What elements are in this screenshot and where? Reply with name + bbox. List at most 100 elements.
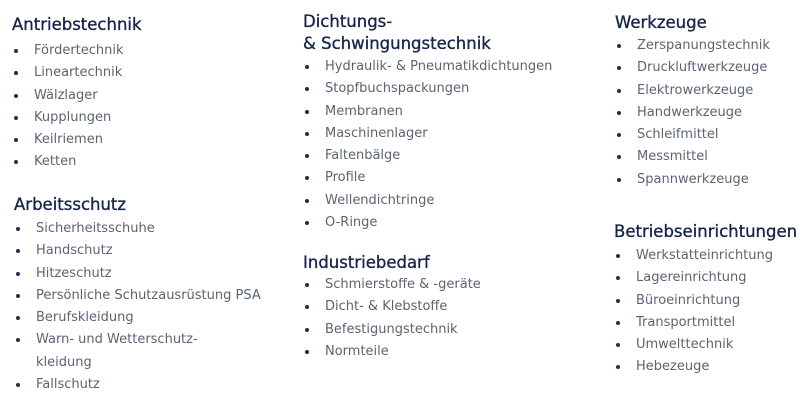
list-item-label: Profile	[325, 170, 366, 186]
list-item[interactable]: Dicht- & Klebstoffe	[303, 296, 481, 318]
heading-line: & Schwingungstechnik	[303, 34, 491, 53]
list-item[interactable]: Faltenbälge	[303, 145, 552, 167]
list-item[interactable]: Hitzeschutz	[14, 263, 261, 285]
list-item-label: Lineartechnik	[34, 65, 123, 81]
category-heading[interactable]: Betriebseinrichtungen	[614, 221, 797, 243]
list-item[interactable]: Wellendichtringe	[303, 190, 552, 212]
list-item[interactable]: Befestigungstechnik	[303, 319, 481, 341]
list-item[interactable]: Hebezeuge	[614, 356, 797, 378]
category-heading[interactable]: Industriebedarf	[303, 252, 481, 274]
list-item[interactable]: Elektrowerkzeuge	[615, 80, 770, 102]
list-item-label: Stopfbuchspackungen	[325, 81, 470, 97]
list-item[interactable]: Werkstatteinrichtung	[614, 245, 797, 267]
heading-line: Arbeitsschutz	[14, 195, 127, 214]
list-item-label: O-Ringe	[325, 215, 378, 231]
category-group-werkzeuge: Werkzeuge Zerspanungstechnik Druckluftwe…	[615, 12, 770, 191]
list-item[interactable]: O-Ringe	[303, 212, 552, 234]
category-list: Werkstatteinrichtung Lagereinrichtung Bü…	[614, 245, 797, 379]
category-heading[interactable]: Werkzeuge	[615, 12, 770, 34]
list-item-label: Werkstatteinrichtung	[636, 248, 774, 263]
list-item[interactable]: Ketten	[12, 151, 142, 173]
list-item-label: Büroeinrichtung	[636, 292, 741, 308]
list-item[interactable]: Lineartechnik	[12, 62, 142, 84]
heading-line: Dichtungs-	[303, 12, 393, 31]
list-item[interactable]: Kupplungen	[12, 107, 142, 129]
list-item[interactable]: Schleifmittel	[615, 124, 770, 146]
list-item[interactable]: Zerspanungstechnik	[615, 35, 770, 57]
list-item[interactable]: Berufskleidung	[14, 307, 261, 329]
category-group-betriebseinrichtungen: Betriebseinrichtungen Werkstatteinrichtu…	[614, 221, 797, 379]
list-item[interactable]: Persönliche Schutzausrüstung PSA	[14, 285, 261, 307]
list-item-label: Elektrowerkzeuge	[637, 82, 754, 98]
category-heading[interactable]: Antriebstechnik	[12, 14, 142, 36]
list-item-label: Spannwerkzeuge	[637, 171, 749, 187]
list-item-label: Maschinenlager	[325, 125, 428, 141]
list-item[interactable]: Spannwerkzeuge	[615, 169, 770, 191]
category-list: Fördertechnik Lineartechnik Wälzlager Ku…	[12, 40, 142, 174]
heading-line: Werkzeuge	[615, 13, 707, 32]
list-item[interactable]: Fallschutz	[14, 374, 261, 396]
list-item[interactable]: Fördertechnik	[12, 40, 142, 62]
category-list: Zerspanungstechnik Druckluftwerkzeuge El…	[615, 35, 770, 191]
list-item-label: Persönliche Schutzausrüstung PSA	[36, 287, 261, 303]
list-item[interactable]: Keilriemen	[12, 129, 142, 151]
list-item-label: Kupplungen	[34, 109, 112, 125]
list-item[interactable]: Lagereinrichtung	[614, 267, 797, 289]
list-item-label: Dicht- & Klebstoffe	[325, 299, 448, 315]
list-item-label: Zerspanungstechnik	[637, 38, 770, 53]
category-group-dichtungstechnik: Dichtungs- & Schwingungstechnik Hydrauli…	[303, 11, 553, 234]
list-item[interactable]: Handwerkzeuge	[615, 102, 770, 124]
list-item[interactable]: Druckluftwerkzeuge	[615, 57, 770, 79]
category-list: Hydraulik- & Pneumatikdichtungen Stopfbu…	[303, 56, 552, 234]
list-item[interactable]: Wälzlager	[12, 85, 142, 107]
list-item-label: Schleifmittel	[637, 127, 719, 143]
list-item-label: Fördertechnik	[34, 43, 124, 58]
category-list: Sicherheitsschuhe Handschutz Hitzeschutz…	[14, 218, 261, 396]
list-item-label: Ketten	[34, 154, 77, 170]
heading-line: Betriebseinrichtungen	[614, 222, 798, 241]
category-heading[interactable]: Arbeitsschutz	[14, 194, 261, 216]
list-item[interactable]: Messmittel	[615, 146, 770, 168]
list-item-label: Messmittel	[637, 149, 708, 165]
list-item-label: Hebezeuge	[636, 359, 710, 375]
list-item-label: Sicherheitsschuhe	[36, 221, 155, 236]
list-item-label: Befestigungstechnik	[325, 321, 458, 337]
category-group-arbeitsschutz: Arbeitsschutz Sicherheitsschuhe Handschu…	[14, 194, 261, 396]
heading-line: Industriebedarf	[303, 253, 430, 272]
list-item-label: Transportmittel	[636, 314, 736, 330]
heading-line: Antriebstechnik	[12, 15, 142, 34]
list-item[interactable]: Warn- und Wetterschutz- kleidung	[14, 329, 261, 374]
list-item[interactable]: Profile	[303, 167, 552, 189]
list-item-label: Handschutz	[36, 243, 113, 259]
list-item-label: Wälzlager	[34, 87, 98, 103]
list-item[interactable]: Umwelttechnik	[614, 334, 797, 356]
list-item[interactable]: Büroeinrichtung	[614, 290, 797, 312]
list-item-label: Berufskleidung	[36, 310, 134, 326]
category-group-antriebstechnik: Antriebstechnik Fördertechnik Lineartech…	[12, 14, 142, 174]
category-group-industriebedarf: Industriebedarf Schmierstoffe & -geräte …	[303, 252, 481, 363]
list-item-label: Warn- und Wetterschutz-	[36, 332, 198, 348]
list-item-label: Lagereinrichtung	[636, 270, 747, 286]
list-item-label: Schmierstoffe & -geräte	[325, 277, 481, 292]
list-item[interactable]: Normteile	[303, 341, 481, 363]
list-item-label: Fallschutz	[36, 377, 100, 393]
list-item-label: Normteile	[325, 343, 389, 359]
category-heading[interactable]: Dichtungs- & Schwingungstechnik	[303, 11, 552, 55]
category-list: Schmierstoffe & -geräte Dicht- & Klebsto…	[303, 274, 481, 363]
list-item-label: Faltenbälge	[325, 148, 401, 164]
list-item[interactable]: Stopfbuchspackungen	[303, 78, 552, 100]
list-item[interactable]: Maschinenlager	[303, 123, 552, 145]
list-item[interactable]: Sicherheitsschuhe	[14, 218, 261, 240]
list-item[interactable]: Handschutz	[14, 240, 261, 262]
list-item-label: Wellendichtringe	[325, 192, 435, 208]
list-item[interactable]: Membranen	[303, 101, 552, 123]
list-item[interactable]: Schmierstoffe & -geräte	[303, 274, 481, 296]
list-item-label: Hydraulik- & Pneumatikdichtungen	[325, 59, 553, 74]
list-item-label: Membranen	[325, 103, 403, 119]
list-item-label: Druckluftwerkzeuge	[637, 60, 768, 76]
list-item-label: Umwelttechnik	[636, 337, 734, 353]
list-item[interactable]: Transportmittel	[614, 312, 797, 334]
list-item[interactable]: Hydraulik- & Pneumatikdichtungen	[303, 56, 552, 78]
list-item-label-continuation: kleidung	[36, 354, 92, 370]
